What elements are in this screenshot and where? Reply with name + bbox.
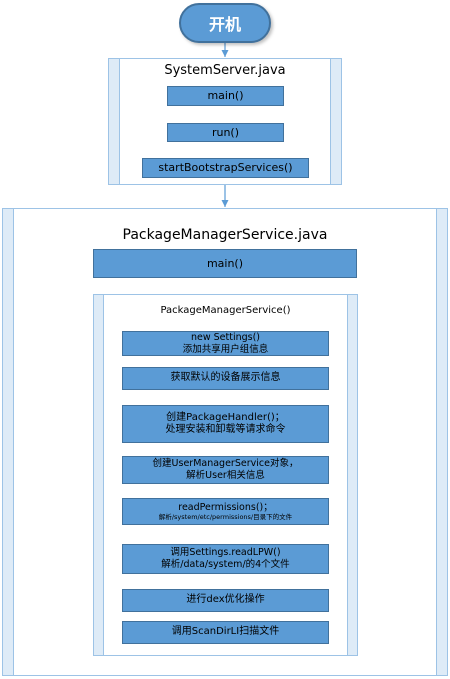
step-scan-dir: 调用ScanDirLI扫描文件 <box>122 621 329 644</box>
step-line1: 获取默认的设备展示信息 <box>170 372 281 384</box>
step-package-handler: 创建PackageHandler()； 处理安装和卸载等请求命令 <box>122 405 329 443</box>
systemserver-main-step: main() <box>167 86 284 106</box>
step-label: main() <box>206 256 244 270</box>
step-line2: 处理安装和卸载等请求命令 <box>165 424 286 435</box>
systemserver-startbootstrap-step: startBootstrapServices() <box>142 158 309 178</box>
step-line1: 调用Settings.readLPW() <box>170 547 281 559</box>
step-read-lpw: 调用Settings.readLPW() 解析/data/system/的4个文… <box>122 544 329 574</box>
pms-main-step: main() <box>93 249 357 278</box>
step-read-permissions: readPermissions()； 解析/system/etc/permiss… <box>122 498 329 525</box>
step-default-display: 获取默认的设备展示信息 <box>122 367 329 390</box>
step-line2: 解析/system/etc/permissions/目录下的文件 <box>158 513 293 522</box>
step-line1: 创建UserManagerService对象， <box>152 458 299 470</box>
step-label: run() <box>211 125 240 139</box>
step-label: startBootstrapServices() <box>158 161 293 175</box>
step-line1: readPermissions()； <box>178 501 273 513</box>
step-line1: new Settings() <box>190 331 261 343</box>
pms-constructor-title: PackageManagerService() <box>160 305 291 316</box>
step-user-manager: 创建UserManagerService对象， 解析User相关信息 <box>122 456 329 484</box>
systemserver-title: SystemServer.java <box>164 63 286 78</box>
systemserver-run-step: run() <box>167 123 284 142</box>
step-line1: 创建PackageHandler()； <box>166 411 285 423</box>
step-new-settings: new Settings() 添加共享用户组信息 <box>122 331 329 356</box>
step-line2: 添加共享用户组信息 <box>182 343 269 355</box>
start-node: 开机 <box>179 3 271 43</box>
step-dex-optimize: 进行dex优化操作 <box>122 589 329 612</box>
step-line2: 解析/data/system/的4个文件 <box>161 559 290 570</box>
step-line1: 进行dex优化操作 <box>186 594 265 606</box>
step-line1: 调用ScanDirLI扫描文件 <box>171 626 280 638</box>
step-label: main() <box>207 89 244 103</box>
step-line2: 解析User相关信息 <box>186 470 265 481</box>
pms-title: PackageManagerService.java <box>122 227 328 243</box>
